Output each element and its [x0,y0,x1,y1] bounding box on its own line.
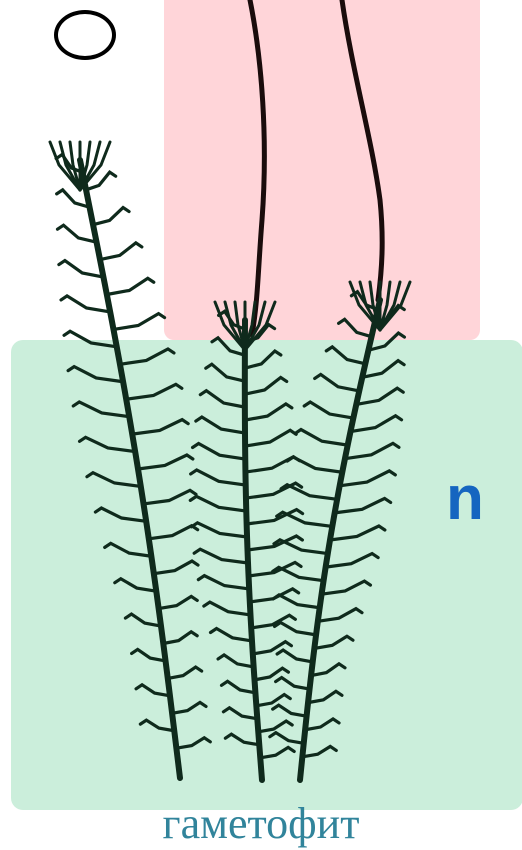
middle-shoot-leaf [196,417,245,433]
right-shoot-leaf [350,416,401,432]
middle-shoot-leaf [245,430,296,446]
left-shoot-leaf [159,596,198,608]
right-shoot-leaf [277,650,313,662]
middle-shoot-leaf [258,721,292,732]
right-shoot-leaf [326,347,365,364]
middle-shoot-leaf [190,496,246,511]
right-shoot-leaf [340,471,396,486]
left-shoot-leaf [132,420,188,434]
middle-shoot-leaf [222,681,256,693]
right-shoot-leaf [322,581,371,594]
right-shoot-leaf [326,554,378,568]
middle-shoot-leaf [218,655,254,667]
middle-shoot-leaf [245,404,292,420]
right-shoot-leaf [273,595,320,608]
right-shoot-leaf [330,526,385,540]
left-shoot-leaf [136,685,170,696]
middle-shoot-leaf [194,549,248,563]
right-shoot-leaf [305,719,339,730]
left-shoot-leaf [140,720,174,731]
left-shoot-leaf [95,508,146,521]
middle-shoot-leaf [191,523,247,537]
right-shoot-leaf [308,691,342,702]
left-shoot-leaf [176,738,210,748]
left-shoot-leaf [132,649,166,661]
right-shoot-leaf [315,374,360,390]
left-shoot-leaf [125,614,161,626]
middle-shoot-leaf [193,444,246,460]
right-shoot-leaf [273,567,324,580]
gametophyte-shoots [50,142,410,780]
right-shoot-leaf [335,498,391,512]
left-shoot-leaf [144,490,196,504]
left-shoot-leaf [59,261,104,277]
right-shoot-leaf [281,485,337,500]
middle-shoot-leaf [260,747,294,757]
middle-shoot-leaf [200,391,245,407]
ploidy-label: n [446,468,484,530]
right-shoot-leaf [274,540,328,554]
left-shoot-stem [80,160,180,778]
right-shoot-leaf [362,361,404,378]
left-shoot-leaf [86,172,116,190]
right-shoot-leaf [270,733,304,744]
left-shoot-leaf [73,402,129,417]
right-shoot-leaf [311,664,345,676]
right-shoot-leaf [287,457,342,472]
right-shoot-leaf [302,746,336,756]
left-shoot-leaf [93,208,129,225]
middle-shoot-leaf [225,734,259,745]
left-shoot-leaf [80,437,136,451]
stage-label: гаметофит [0,800,522,848]
left-shoot-leaf [168,667,202,678]
right-shoot-leaf [304,402,353,418]
sporophyte-stalks [250,0,382,335]
middle-shoot-leaf [245,351,281,368]
right-shoot-leaf [273,705,307,716]
left-shoot-leaf [154,561,198,574]
middle-shoot-leaf [191,470,246,485]
left-shoot-leaf [172,702,206,713]
right-shoot-leaf [277,512,333,526]
left-shoot-leaf [113,314,164,330]
right-shoot-leaf [275,622,316,634]
left-shoot-leaf [107,278,154,294]
right-shoot-leaf [276,678,310,690]
left-shoot-leaf [115,579,156,591]
left-shoot-leaf [105,543,152,556]
right-shoot-leaf [339,319,372,336]
right-sporophyte-stalk [342,0,382,300]
left-shoot-leaf [68,367,123,382]
middle-shoot-leaf [198,576,249,589]
middle-shoot-leaf [204,602,251,615]
left-shoot-leaf [100,243,142,260]
left-shoot-leaf [120,349,174,364]
left-sporophyte-stalk [250,0,264,335]
middle-shoot-leaf [206,364,245,381]
left-shoot-leaf [126,384,182,399]
left-shoot-leaf [64,331,117,347]
left-shoot-leaf [138,455,193,469]
middle-shoot-leaf [211,628,252,640]
right-shoot-leaf [318,609,362,622]
middle-shoot-leaf [245,377,287,394]
left-shoot-leaf [61,296,110,312]
middle-shoot-leaf [223,708,257,719]
right-shoot-leaf [345,443,399,458]
middle-shoot-leaf [256,695,290,706]
right-shoot-leaf [314,636,353,648]
middle-shoot-leaf [246,483,302,498]
left-shoot-leaf [87,473,141,487]
right-shoot-leaf [356,388,403,404]
left-shoot-leaf [163,632,197,644]
right-shoot-leaf [295,430,348,446]
